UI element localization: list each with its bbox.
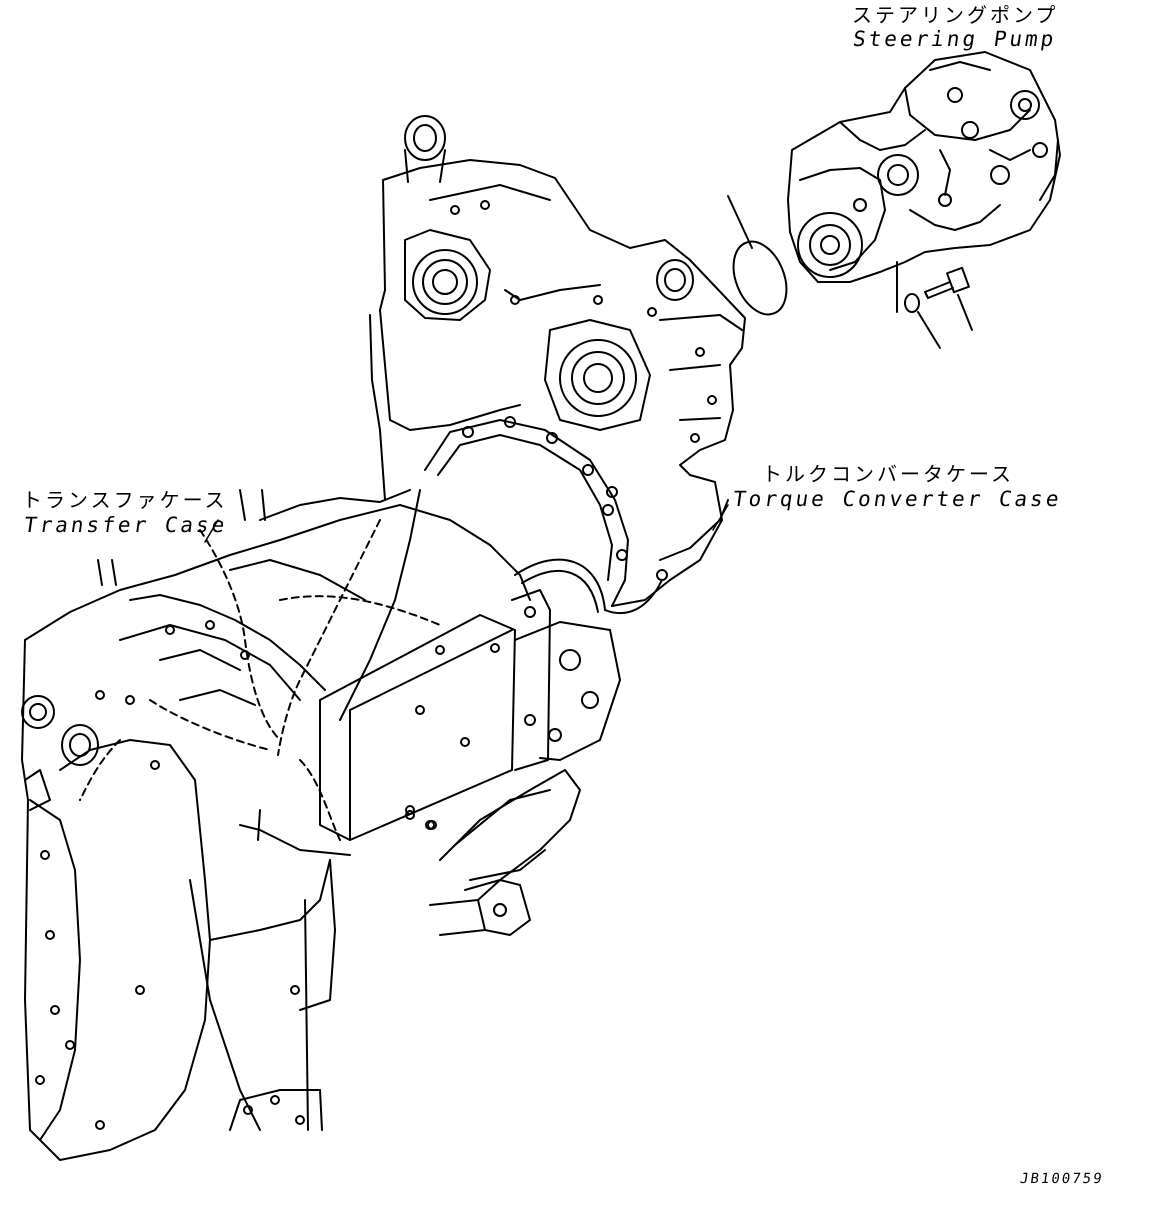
torque-converter-case-label-jp: トルクコンバータケース [762, 462, 1014, 486]
transfer-case-label-en: Transfer Case [22, 513, 230, 537]
washer [897, 262, 940, 348]
drive-shaft [406, 770, 580, 935]
transfer-case [22, 490, 530, 1160]
control-valve [320, 590, 550, 840]
steering-pump-label-jp: ステアリングポンプ [852, 3, 1059, 27]
converter-flange [425, 417, 628, 606]
wiring-harness [80, 520, 440, 840]
o-ring [724, 196, 797, 322]
torque-converter-case-label-en: Torque Converter Case [731, 487, 1064, 511]
transfer-case-label-jp: トランスファケース [22, 488, 228, 512]
drawing-code: JB100759 [1018, 1171, 1105, 1187]
valve-block [515, 487, 728, 760]
mounting-bolt [925, 268, 972, 330]
steering-pump [788, 52, 1060, 282]
leader-lines [205, 505, 728, 542]
steering-pump-label-en: Steering Pump [851, 27, 1059, 51]
harness-lines [240, 315, 420, 1010]
torque-converter-case [380, 116, 745, 606]
